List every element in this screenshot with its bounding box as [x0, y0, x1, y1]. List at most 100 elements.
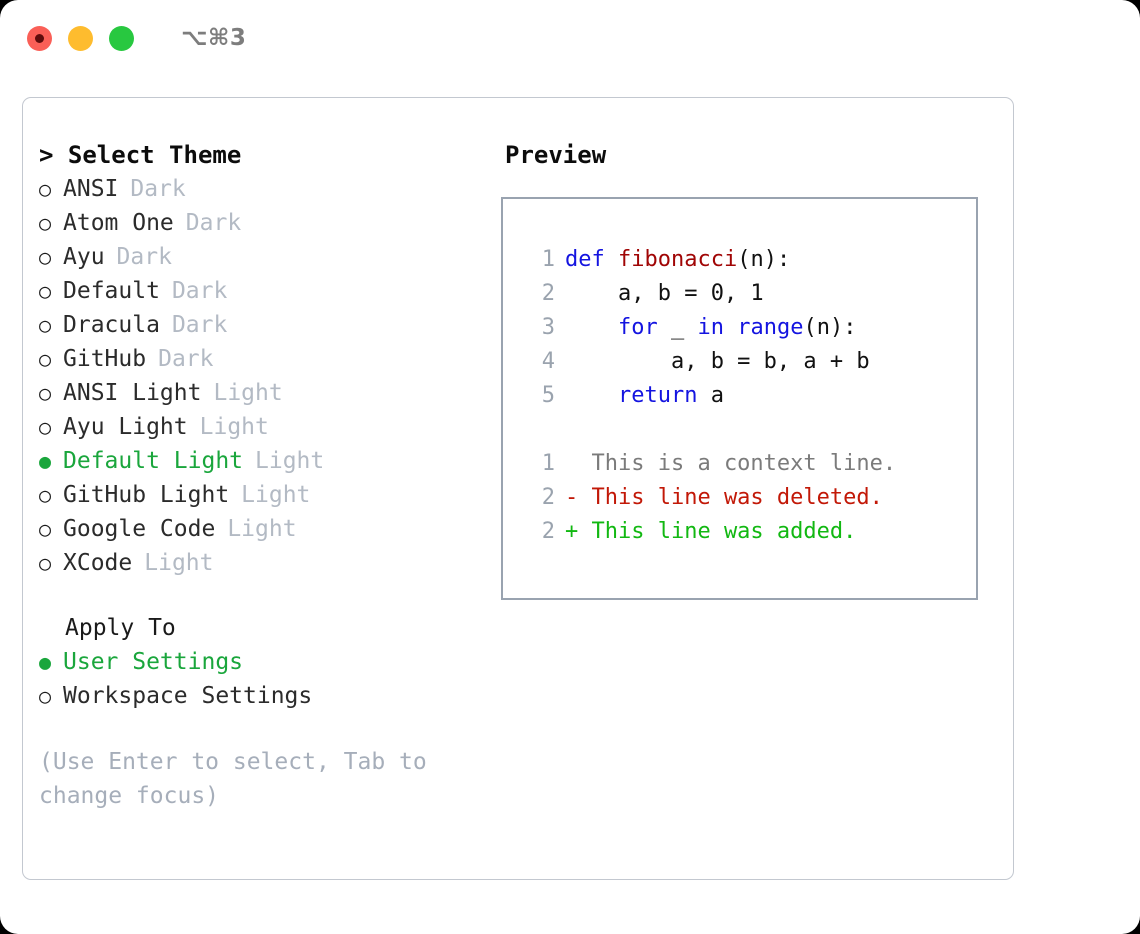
code-line: 5 return a	[521, 379, 976, 413]
theme-list-item[interactable]: ○ GitHub Light Light	[39, 478, 485, 512]
radio-selected-icon: ●	[39, 650, 52, 674]
code-token: (n):	[737, 247, 791, 272]
diff-text: This is a context line.	[565, 451, 897, 476]
code-token: return	[617, 383, 698, 408]
radio-unselected-icon: ○	[39, 381, 52, 405]
radio-unselected-icon: ○	[39, 551, 52, 575]
radio-unselected-icon: ○	[39, 313, 52, 337]
diff-line: 2 + This line was added.	[521, 515, 976, 549]
diff-sample: 1 This is a context line.2- This line wa…	[521, 447, 976, 549]
theme-category-tag: Light	[255, 448, 325, 474]
diff-text: + This line was added.	[565, 519, 857, 544]
title-bar: ⌥⌘3	[0, 0, 1140, 76]
code-line: 1 def fibonacci(n):	[521, 243, 976, 277]
radio-unselected-icon: ○	[39, 279, 52, 303]
theme-name: Dracula	[63, 312, 160, 338]
line-number: 3	[541, 315, 555, 340]
theme-name: GitHub Light	[63, 482, 230, 508]
keyboard-hint-text: (Use Enter to select, Tab to change focu…	[39, 749, 427, 809]
line-number: 2	[541, 485, 555, 510]
radio-unselected-icon: ○	[39, 517, 52, 541]
theme-list-item[interactable]: ○ ANSI Dark	[39, 172, 485, 206]
theme-list-item[interactable]: ● Default Light Light	[39, 444, 485, 478]
theme-list-header: > Select Theme	[39, 141, 242, 169]
theme-name: Ayu Light	[63, 414, 188, 440]
window-title: ⌥⌘3	[181, 25, 247, 51]
radio-unselected-icon: ○	[39, 245, 52, 269]
theme-name: Default Light	[63, 448, 244, 474]
radio-unselected-icon: ○	[39, 684, 52, 708]
traffic-light-buttons	[27, 25, 134, 51]
code-token	[565, 311, 618, 345]
apply-to-list[interactable]: ● User Settings ○ Workspace Settings	[39, 645, 485, 713]
line-number: 1	[541, 451, 555, 476]
radio-unselected-icon: ○	[39, 177, 52, 201]
radio-selected-icon: ●	[39, 449, 52, 473]
code-token: range	[737, 315, 804, 340]
code-token: for	[617, 315, 658, 340]
spacer	[39, 713, 485, 745]
theme-list-item[interactable]: ○ Dracula Dark	[39, 308, 485, 342]
code-token: a	[697, 383, 724, 408]
close-button-icon[interactable]	[27, 25, 52, 51]
spacer	[39, 580, 485, 611]
code-line: 2 a, b = 0, 1	[521, 277, 976, 311]
theme-category-tag: Light	[199, 414, 269, 440]
code-token	[724, 311, 737, 345]
code-token: a, b = 0, 1	[565, 281, 764, 306]
theme-category-tag: Light	[241, 482, 311, 508]
theme-name: ANSI Light	[63, 380, 202, 406]
close-inner-dot	[35, 33, 44, 43]
radio-unselected-icon: ○	[39, 347, 52, 371]
maximize-button-icon[interactable]	[109, 25, 134, 51]
theme-list-item[interactable]: ○ Ayu Light Light	[39, 410, 485, 444]
code-token: fibonacci	[617, 247, 738, 272]
theme-category-tag: Dark	[171, 278, 228, 304]
line-number: 1	[541, 247, 555, 272]
apply-to-item[interactable]: ● User Settings	[39, 645, 485, 679]
theme-category-tag: Dark	[185, 210, 242, 236]
diff-line: 2- This line was deleted.	[521, 481, 976, 515]
theme-name: Default	[63, 278, 160, 304]
theme-category-tag: Dark	[171, 312, 228, 338]
spacer	[521, 413, 976, 447]
code-token: in	[697, 315, 724, 340]
theme-name: Google Code	[63, 516, 216, 542]
code-token: _	[657, 315, 698, 340]
theme-list-item[interactable]: ○ Default Dark	[39, 274, 485, 308]
theme-name: ANSI	[63, 176, 119, 202]
minimize-button-icon[interactable]	[68, 25, 93, 51]
radio-unselected-icon: ○	[39, 415, 52, 439]
theme-category-tag: Dark	[158, 346, 214, 372]
apply-to-header: Apply To	[65, 615, 176, 641]
code-line: 3 for _ in range(n):	[521, 311, 976, 345]
code-token	[565, 379, 618, 413]
apply-to-label: User Settings	[63, 649, 244, 675]
code-token: def	[565, 247, 618, 272]
theme-name: Ayu	[63, 244, 105, 270]
apply-to-label: Workspace Settings	[63, 683, 313, 709]
radio-unselected-icon: ○	[39, 483, 52, 507]
apply-to-item[interactable]: ○ Workspace Settings	[39, 679, 485, 713]
line-number: 4	[541, 349, 555, 374]
theme-name: Atom One	[63, 210, 174, 236]
preview-title: Preview	[505, 141, 607, 169]
theme-name: XCode	[63, 550, 133, 576]
line-number: 2	[541, 519, 555, 544]
theme-category-tag: Dark	[130, 176, 186, 202]
diff-line: 1 This is a context line.	[521, 447, 976, 481]
code-token: (n):	[803, 315, 857, 340]
